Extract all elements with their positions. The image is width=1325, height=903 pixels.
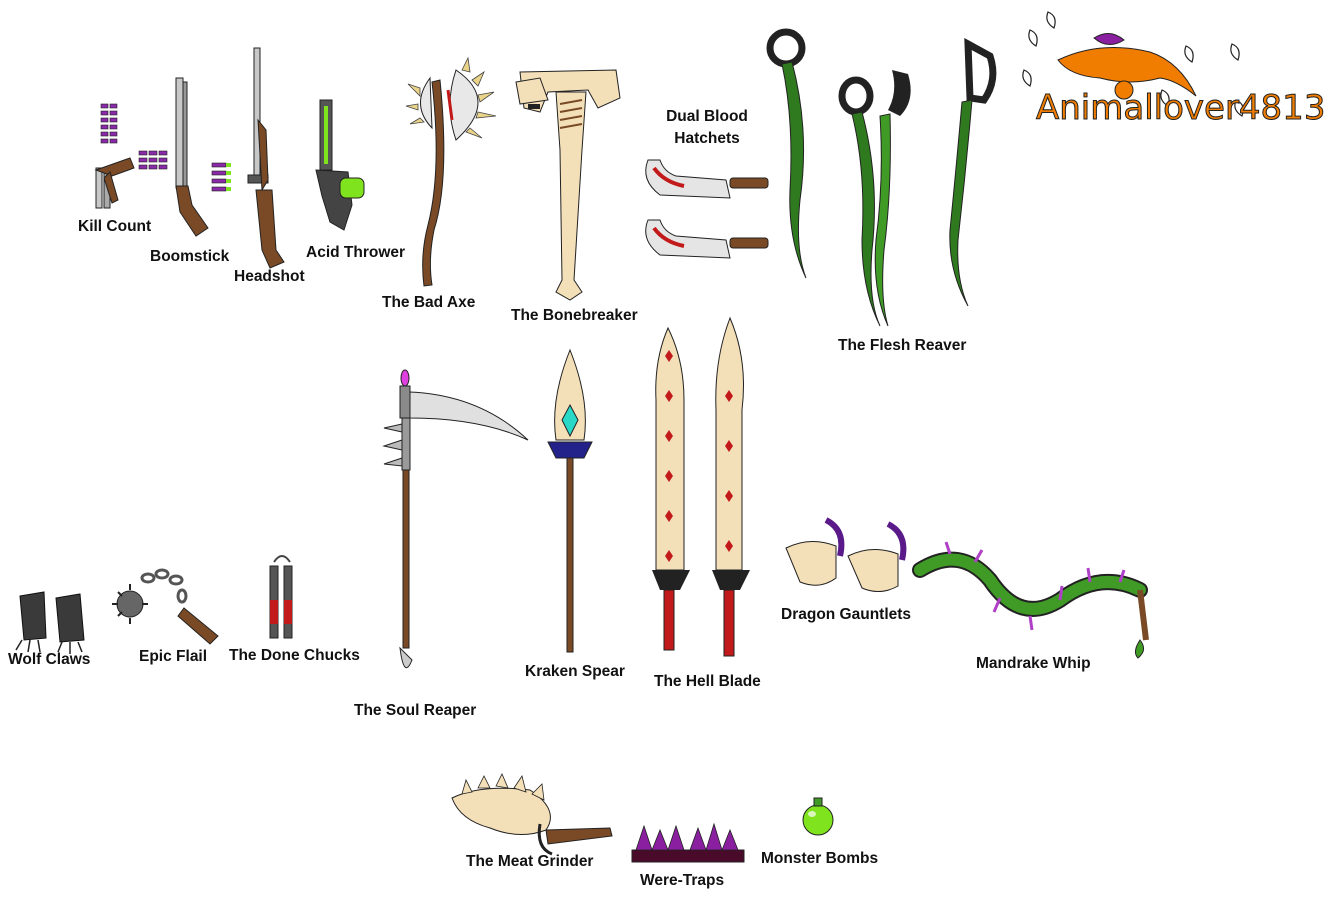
monster-bombs [802, 797, 834, 836]
weapon-sheet-artwork [15, 11, 1244, 863]
epic-flail [112, 568, 219, 645]
bad-axe [405, 56, 497, 287]
label-wolf-claws: Wolf Claws [8, 651, 91, 668]
flesh-reaver [766, 28, 997, 327]
label-kill-count: Kill Count [78, 218, 152, 235]
acid-thrower [315, 99, 365, 231]
dual-blood-hatchets [645, 159, 769, 259]
logo-text: Animallover4813 [1035, 88, 1325, 129]
boomstick-shotgun [175, 77, 209, 237]
label-bad-axe: The Bad Axe [382, 294, 476, 311]
label-done-chucks: The Done Chucks [229, 647, 360, 664]
logo-dolphin [1057, 33, 1197, 100]
hell-blade [652, 316, 750, 657]
done-chucks [269, 555, 293, 639]
kill-count-pistol [94, 103, 135, 209]
label-soul-reaper: The Soul Reaper [354, 702, 477, 719]
label-meat-grinder: The Meat Grinder [466, 853, 594, 870]
label-epic-flail: Epic Flail [139, 648, 208, 665]
headshot-rifle [211, 47, 285, 269]
label-bonebreaker: The Bonebreaker [511, 307, 638, 324]
label-kraken-spear: Kraken Spear [525, 663, 625, 680]
meat-grinder [451, 773, 613, 856]
kraken-spear [547, 348, 593, 653]
label-headshot: Headshot [234, 268, 305, 285]
label-dual-blood-hatchets: Dual Blood Hatchets [666, 108, 748, 147]
label-boomstick: Boomstick [150, 248, 230, 265]
boomstick-bullets [138, 150, 168, 170]
logo-ghost-marks [1022, 11, 1244, 117]
soul-reaper [382, 369, 529, 669]
bonebreaker [515, 69, 621, 301]
dragon-gauntlets [785, 517, 907, 592]
label-dragon-gauntlets: Dragon Gauntlets [781, 606, 912, 623]
label-flesh-reaver: The Flesh Reaver [838, 337, 967, 354]
label-mandrake-whip: Mandrake Whip [976, 655, 1091, 672]
label-monster-bombs: Monster Bombs [761, 850, 879, 867]
label-hell-blade: The Hell Blade [654, 673, 761, 690]
label-acid-thrower: Acid Thrower [306, 244, 406, 261]
mandrake-whip [912, 541, 1149, 659]
wolf-claws [15, 591, 85, 654]
were-traps [631, 822, 745, 863]
label-were-traps: Were-Traps [640, 872, 725, 889]
